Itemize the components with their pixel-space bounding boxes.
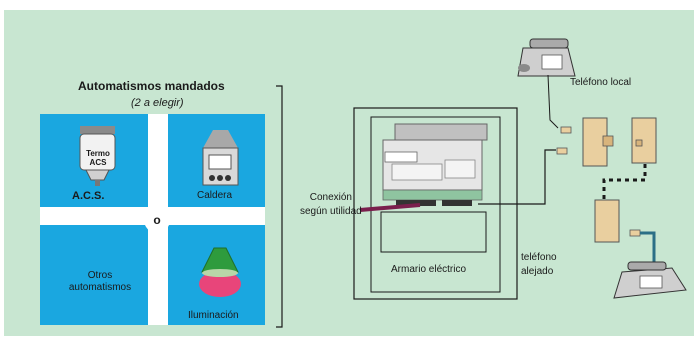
- control-device: [382, 123, 488, 206]
- caldera-label: Caldera: [197, 190, 233, 201]
- conexion-line1: Conexión: [309, 192, 352, 203]
- grid-bracket: [276, 85, 283, 328]
- telefono-alejado-line1: teléfono: [521, 252, 557, 263]
- armario-label: Armario eléctrico: [391, 264, 467, 275]
- termo-text: Termo: [86, 149, 110, 158]
- panel-title: Automatismos mandados: [78, 79, 225, 93]
- otros-automatismos-label: Otros automatismos: [60, 270, 140, 294]
- conexion-label: Conexión según utilidad: [300, 191, 362, 219]
- remote-line: [602, 164, 647, 200]
- telefono-alejado-label: teléfono alejado: [521, 251, 557, 279]
- wall-socket-icon: [556, 117, 614, 167]
- local-phone-cord: [547, 74, 559, 129]
- otros-line2: automatismos: [68, 282, 132, 293]
- remote-phone-cord: [640, 231, 656, 268]
- connection-cable: [359, 203, 421, 212]
- iluminacion-label: Iluminación: [188, 310, 239, 321]
- wall-socket-icon: [594, 199, 641, 243]
- acs-label: A.C.S.: [72, 190, 105, 202]
- telefono-local-label: Teléfono local: [570, 77, 632, 88]
- boiler-icon: [202, 130, 239, 186]
- water-heater-icon: [79, 126, 116, 186]
- wall-socket-icon: [631, 117, 657, 164]
- otros-line1: Otros: [87, 270, 113, 281]
- center-choice-symbol: o: [144, 207, 170, 233]
- telefono-alejado-line2: alejado: [521, 266, 554, 277]
- lamp-icon: [199, 247, 241, 297]
- acs-text: ACS: [89, 158, 107, 167]
- local-telephone-icon: [517, 38, 576, 77]
- panel-subtitle: (2 a elegir): [131, 97, 184, 109]
- phone-line: [478, 149, 556, 205]
- water-heater-icon-label: Termo ACS: [81, 149, 115, 167]
- conexion-line2: según utilidad: [300, 206, 362, 217]
- distant-telephone-icon: [613, 261, 687, 299]
